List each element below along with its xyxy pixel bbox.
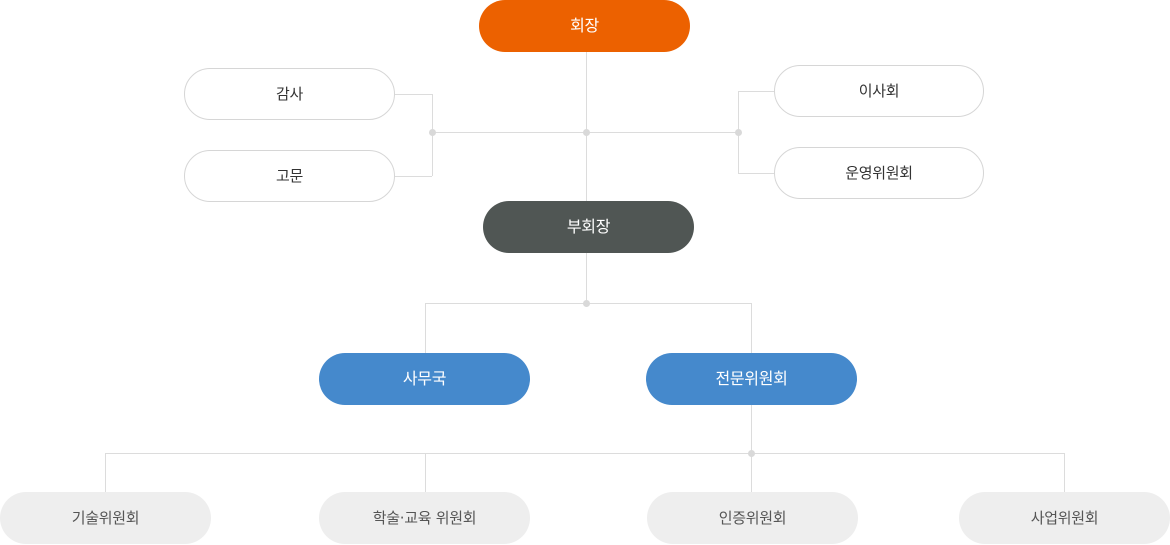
- connector-board: [738, 91, 774, 92]
- node-label: 이사회: [858, 81, 900, 100]
- connector-operations: [738, 173, 774, 174]
- node-technical-committee[interactable]: 기술위원회: [0, 492, 211, 544]
- node-academic-education-committee[interactable]: 학술·교육 위원회: [319, 492, 530, 544]
- connector-trunk-top: [586, 52, 587, 201]
- connector-expert-committee: [751, 303, 752, 353]
- connector-vice-down: [586, 253, 587, 303]
- connector-advisor: [395, 176, 432, 177]
- node-vice-president[interactable]: 부회장: [483, 201, 694, 253]
- node-board-of-directors[interactable]: 이사회: [774, 65, 984, 117]
- node-auditor[interactable]: 감사: [184, 68, 395, 120]
- node-expert-committee[interactable]: 전문위원회: [646, 353, 857, 405]
- connector-audit: [395, 94, 432, 95]
- connector-secretariat: [425, 303, 426, 353]
- node-certification-committee[interactable]: 인증위원회: [647, 492, 858, 544]
- connector-committees-horizontal: [105, 453, 1064, 454]
- junction-dot: [735, 129, 742, 136]
- node-label: 학술·교육 위원회: [372, 508, 477, 527]
- node-advisor[interactable]: 고문: [184, 150, 395, 202]
- connector-committee-1: [105, 453, 106, 492]
- node-label: 전문위원회: [715, 369, 788, 388]
- junction-dot: [429, 129, 436, 136]
- connector-expert-down: [751, 405, 752, 492]
- node-label: 감사: [275, 84, 303, 103]
- connector-committee-4: [1064, 453, 1065, 492]
- node-label: 사업위원회: [1030, 508, 1099, 527]
- node-label: 사무국: [402, 369, 447, 388]
- node-label: 인증위원회: [718, 508, 787, 527]
- junction-dot: [748, 450, 755, 457]
- node-label: 고문: [275, 166, 303, 185]
- connector-committee-2: [425, 453, 426, 492]
- node-label: 기술위원회: [71, 508, 140, 527]
- node-label: 운영위원회: [845, 163, 913, 182]
- junction-dot: [583, 129, 590, 136]
- node-business-committee[interactable]: 사업위원회: [959, 492, 1170, 544]
- node-label: 부회장: [566, 217, 611, 236]
- node-secretariat[interactable]: 사무국: [319, 353, 530, 405]
- node-label: 회장: [570, 16, 599, 35]
- node-operations-committee[interactable]: 운영위원회: [774, 147, 984, 199]
- junction-dot: [583, 300, 590, 307]
- node-president[interactable]: 회장: [479, 0, 690, 52]
